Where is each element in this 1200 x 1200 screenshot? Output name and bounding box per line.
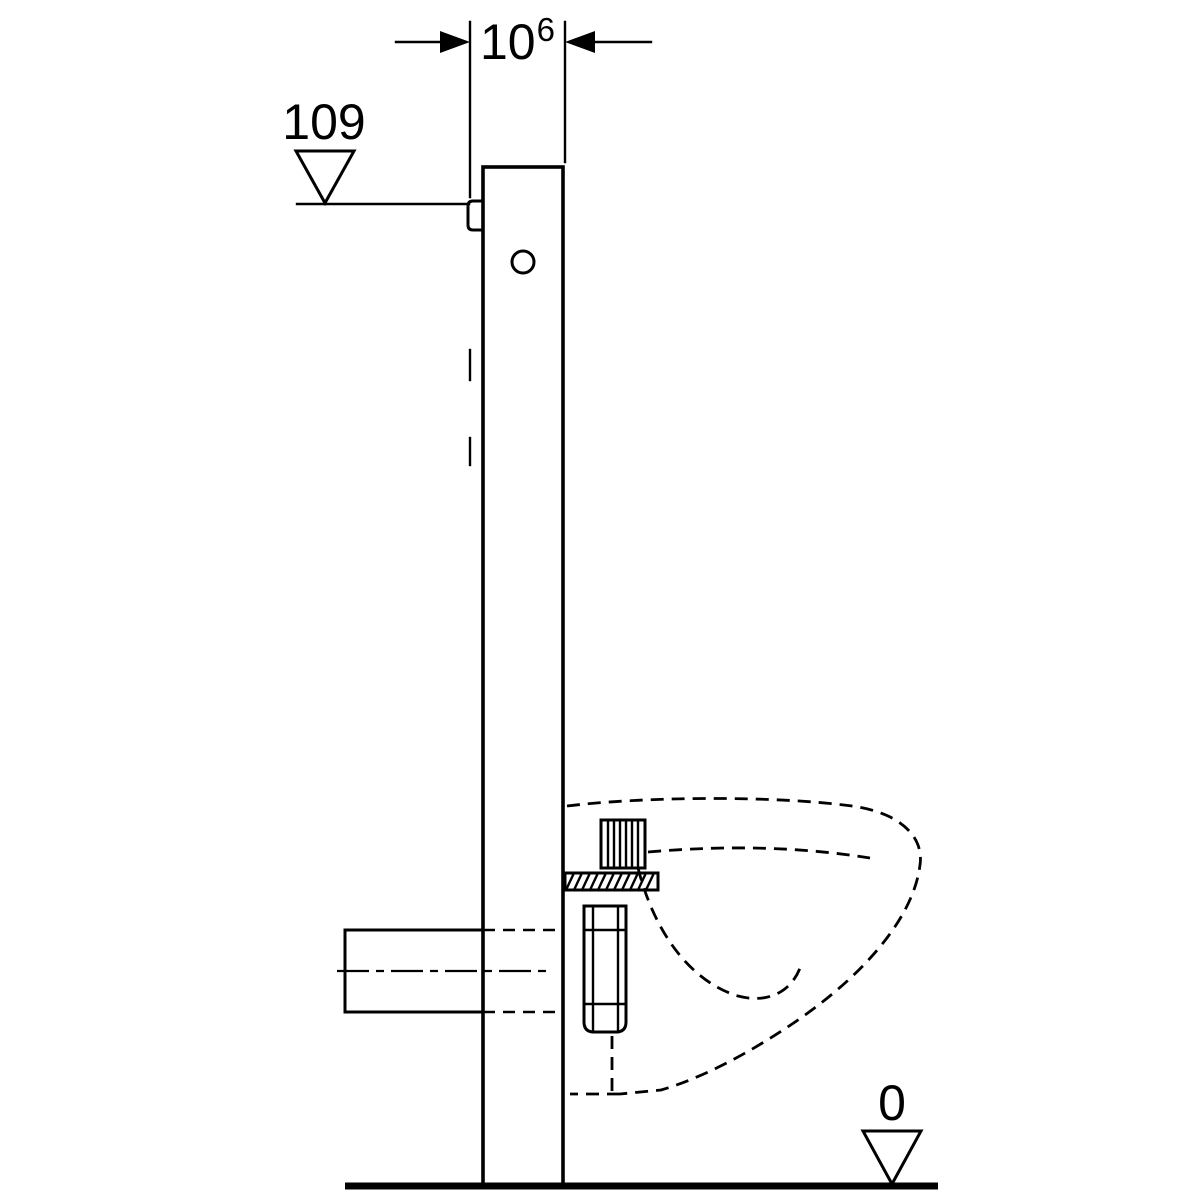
- datum-level-109: 109: [282, 94, 471, 207]
- pan-rim-line: [647, 846, 871, 860]
- arrow-left-icon: [565, 31, 595, 53]
- module-button: [510, 249, 536, 275]
- hatch-line: [572, 871, 584, 892]
- mounting-plate: [563, 871, 660, 892]
- hatch-line: [588, 871, 600, 892]
- hatch-line: [612, 871, 624, 892]
- arrow-right-icon: [440, 31, 470, 53]
- toilet-pan-outline: [566, 797, 922, 1096]
- dimension-top-width: 106: [394, 11, 653, 199]
- hatch-line: [596, 871, 608, 892]
- datum-level-0: 0: [860, 1075, 924, 1188]
- level-0-label: 0: [878, 1075, 906, 1131]
- level-datum-triangle-icon: [293, 149, 357, 207]
- outlet-connector: [582, 904, 628, 1034]
- level-109-label: 109: [282, 94, 365, 150]
- pan-bowl-contour: [636, 867, 804, 1000]
- flush-connector: [563, 818, 660, 892]
- ground-datum-triangle-icon: [860, 1129, 924, 1188]
- module-top-cap: [466, 199, 485, 232]
- sanitary-module: [466, 165, 565, 1188]
- flush-bellows-outline: [599, 818, 647, 870]
- pan-outer-contour: [566, 797, 922, 1096]
- outlet-outline: [582, 904, 628, 1034]
- hatch-line: [636, 871, 648, 892]
- hatch-line: [580, 871, 592, 892]
- dimension-superscript: 6: [537, 11, 555, 48]
- hatch-line: [620, 871, 632, 892]
- hatch-line: [564, 871, 576, 892]
- hatch-line: [604, 871, 616, 892]
- module-body-outline: [481, 165, 565, 1188]
- dimension-value: 10: [480, 14, 536, 70]
- hatch-line: [628, 871, 640, 892]
- waste-pipe: [337, 928, 563, 1014]
- hatch-line: [644, 871, 656, 892]
- dimension-top-width-label: 106: [480, 11, 555, 70]
